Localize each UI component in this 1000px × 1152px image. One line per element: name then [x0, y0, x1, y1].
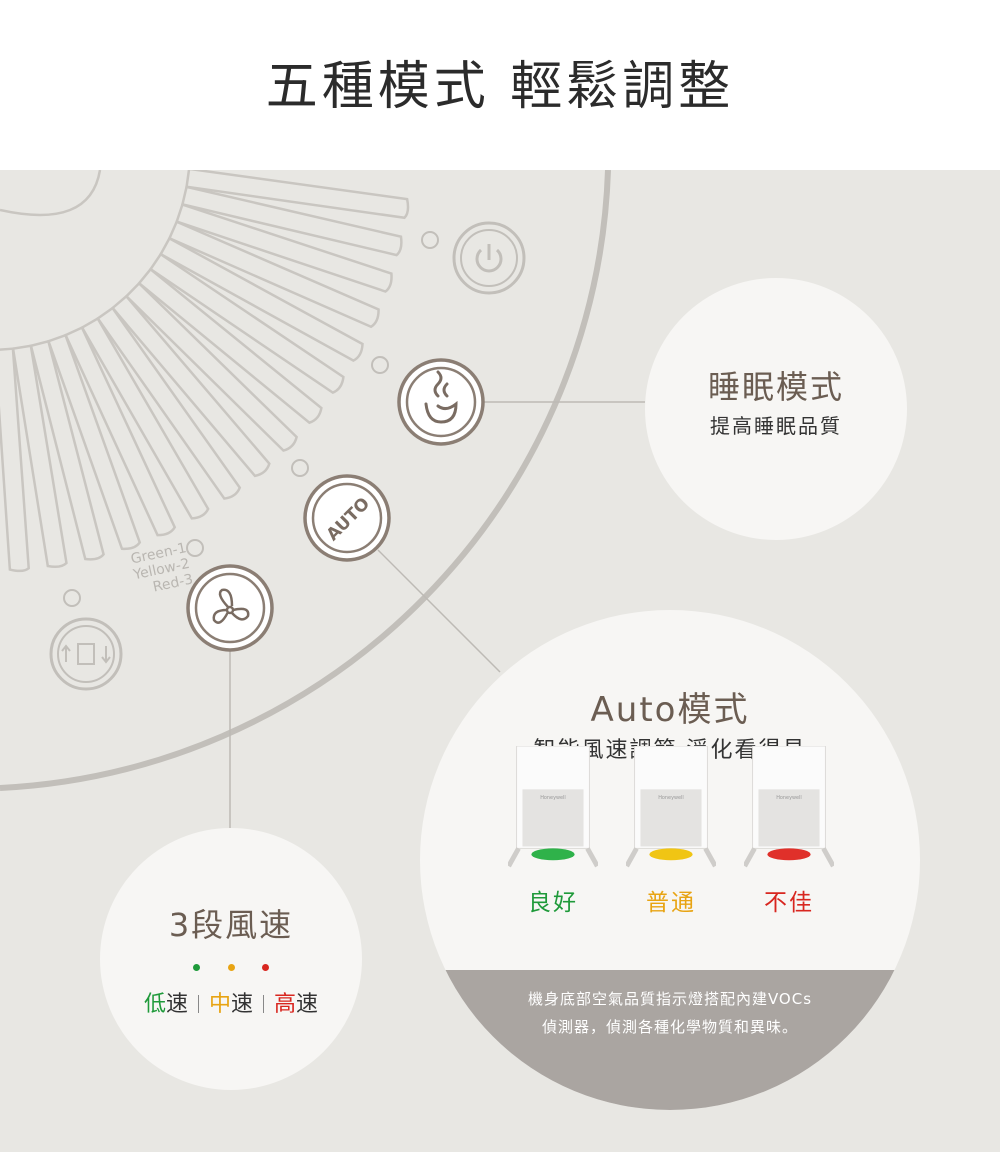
brand-logo: Honeywell [540, 795, 565, 801]
vent-slot [137, 267, 323, 425]
vent-slot [185, 170, 410, 220]
speed-dot-low [193, 964, 201, 971]
speed-level-low: 低速 [143, 992, 188, 1017]
device-illustration: AUTO Green-1 Yellow-2 Red-3 [0, 170, 645, 828]
speed-dot-mid [227, 964, 235, 971]
indicator-dot-speed [186, 539, 204, 557]
vent-slot [63, 325, 177, 537]
glow-green [531, 848, 575, 861]
vent-slot [96, 306, 242, 500]
brand-logo: Honeywell [776, 795, 801, 801]
auto-mode-title: Auto模式 [590, 690, 750, 730]
auto-mode-card: Auto模式 智能風速調節 淨化看得見 Honeywell Honeywell … [420, 610, 920, 1110]
purifier-poor: Honeywell [744, 746, 834, 868]
page-title: 五種模式 輕鬆調整 [265, 57, 735, 117]
vent-top [0, 170, 102, 217]
separator [263, 995, 265, 1013]
indicator-labels: Green-1 Yellow-2 Red-3 [129, 540, 194, 595]
vent-slot [175, 202, 393, 293]
vent-slot [180, 185, 403, 257]
speed-dot-high [261, 964, 269, 971]
vent-slot [0, 347, 31, 573]
indicator-dot-power [421, 231, 439, 249]
indicator-dot-filter [63, 589, 81, 607]
vent-slot [46, 333, 142, 551]
sleep-mode-title: 睡眠模式 [707, 368, 844, 406]
indicator-dot-auto [291, 459, 309, 477]
vent-slot [124, 281, 298, 452]
quality-label-fair: 普通 [646, 890, 696, 916]
purifier-fair: Honeywell [626, 746, 716, 868]
auto-connector [377, 549, 501, 673]
power-icon [475, 244, 503, 273]
quality-label-good: 良好 [528, 890, 578, 916]
vent-slot [159, 236, 364, 362]
quality-label-poor: 不佳 [764, 890, 814, 916]
sleep-mode-card: 睡眠模式 提高睡眠品質 [645, 278, 907, 540]
speed-levels: 低速中速高速 [100, 986, 362, 1018]
glow-yellow [649, 848, 693, 861]
fan-speed-button[interactable] [186, 564, 274, 652]
power-button[interactable] [452, 221, 526, 295]
fan-speed-card: 3段風速 低速中速高速 [100, 828, 362, 1090]
auto-note-line1: 機身底部空氣品質指示燈搭配內建VOCs [527, 990, 813, 1008]
header: 五種模式 輕鬆調整 [0, 0, 1000, 170]
auto-mode-note: 機身底部空氣品質指示燈搭配內建VOCs 偵測器，偵測各種化學物質和異味。 [420, 970, 920, 1110]
auto-button[interactable]: AUTO [303, 474, 391, 562]
sleep-button[interactable] [397, 358, 485, 446]
vent-slot [80, 316, 210, 520]
filter-reset-button[interactable] [49, 617, 123, 691]
speed-level-high: 高速 [274, 992, 319, 1017]
fan-icon [212, 588, 250, 624]
vent-slot [110, 294, 271, 478]
vent-slot [148, 252, 345, 395]
speed-dots [100, 956, 362, 975]
vent-slots [0, 170, 410, 573]
vent-slot [167, 220, 380, 329]
sleep-mode-subtitle: 提高睡眠品質 [710, 414, 842, 438]
device-panel: AUTO Green-1 Yellow-2 Red-3 睡眠模式 提高睡眠品質 … [0, 170, 1000, 1152]
filter-icon [61, 643, 111, 665]
indicator-dot-sleep [371, 356, 389, 374]
speed-level-mid: 中速 [208, 992, 254, 1017]
sleep-icon [424, 370, 458, 424]
vent-slot [29, 339, 105, 561]
vent-slot [11, 344, 68, 568]
purifier-good: Honeywell [508, 746, 598, 868]
glow-red [767, 848, 811, 861]
separator [197, 995, 199, 1013]
brand-logo: Honeywell [658, 795, 683, 801]
auto-note-line2: 偵測器，偵測各種化學物質和異味。 [541, 1018, 798, 1036]
fan-speed-title: 3段風速 [168, 906, 294, 944]
